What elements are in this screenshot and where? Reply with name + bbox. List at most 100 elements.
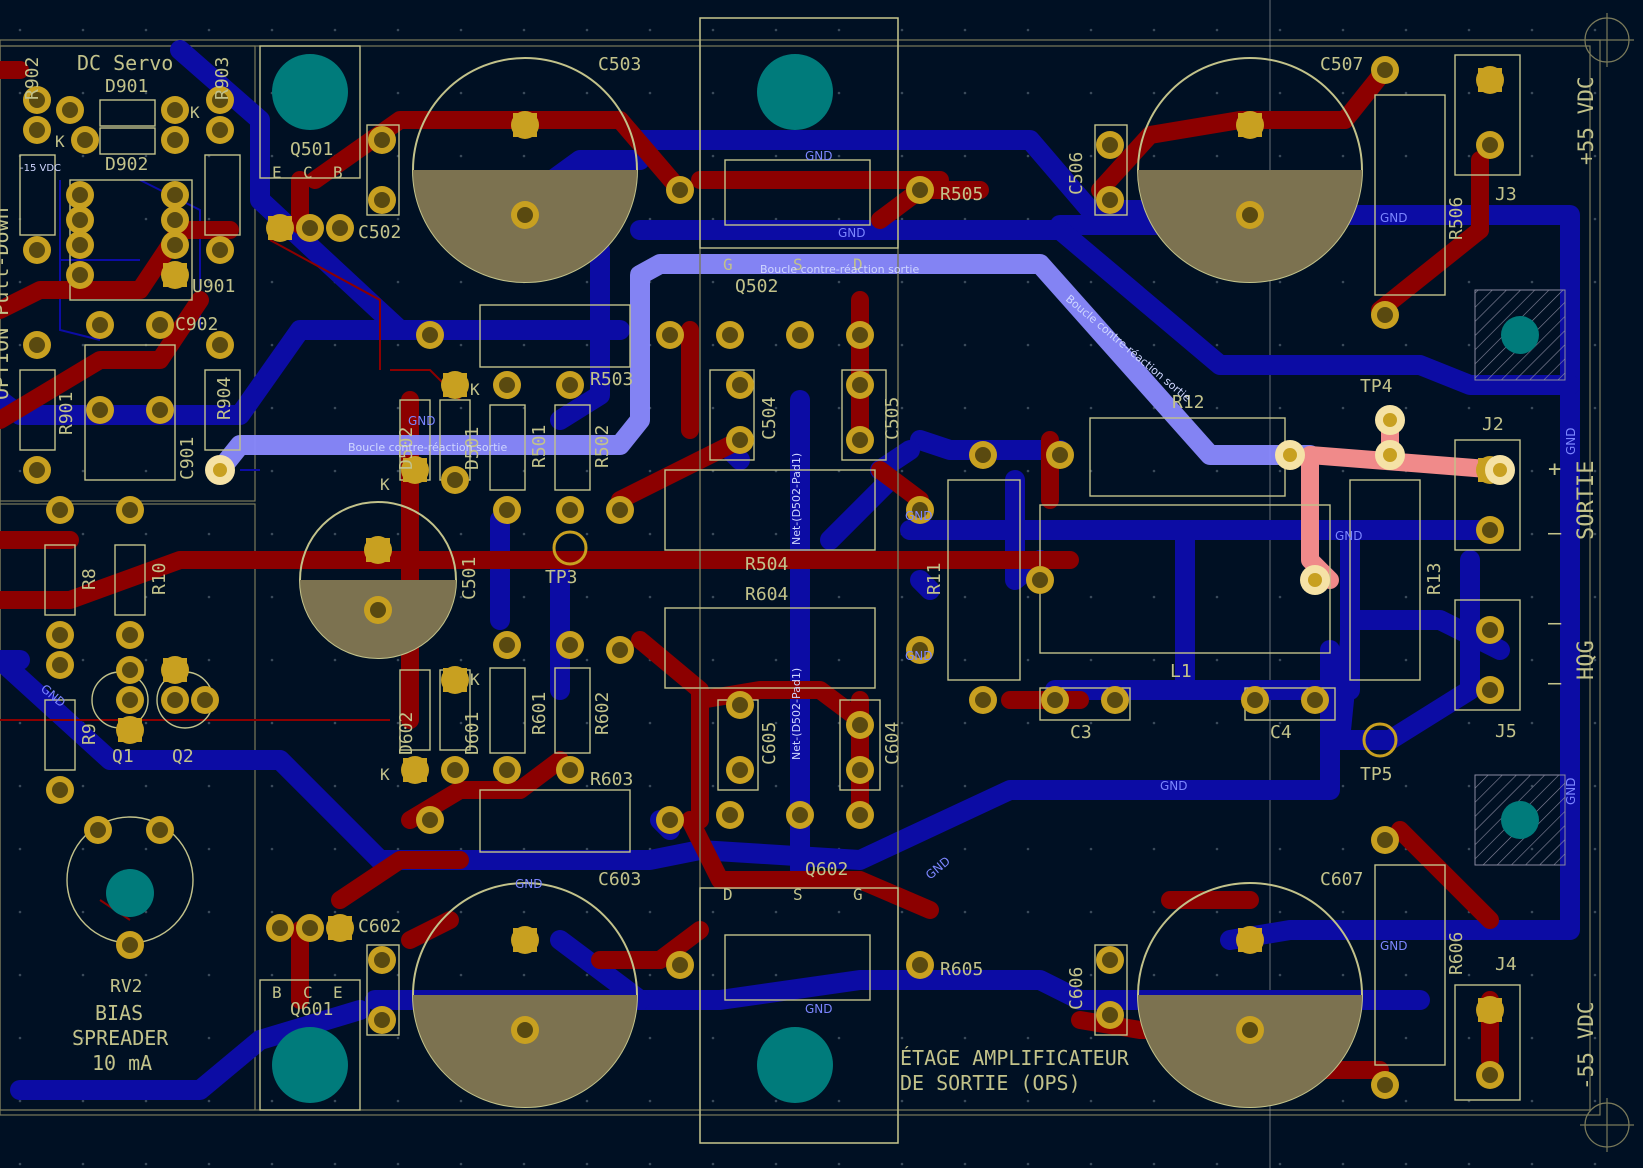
pad[interactable] — [116, 656, 144, 684]
pad[interactable] — [726, 691, 754, 719]
pad[interactable] — [846, 321, 874, 349]
pad[interactable] — [1096, 1001, 1124, 1029]
pad[interactable] — [1371, 56, 1399, 84]
pad[interactable] — [368, 186, 396, 214]
square-pad[interactable] — [1478, 68, 1502, 92]
square-pad[interactable] — [1478, 998, 1502, 1022]
square-pad[interactable] — [1238, 928, 1262, 952]
pad[interactable] — [71, 126, 99, 154]
square-pad[interactable] — [328, 916, 352, 940]
test-point[interactable] — [1362, 722, 1398, 758]
square-pad[interactable] — [163, 263, 187, 287]
pad[interactable] — [46, 776, 74, 804]
pad[interactable] — [1476, 616, 1504, 644]
pad[interactable] — [364, 596, 392, 624]
pad[interactable] — [1041, 686, 1069, 714]
pad[interactable] — [511, 201, 539, 229]
pad[interactable] — [726, 371, 754, 399]
pad[interactable] — [1236, 1016, 1264, 1044]
pad[interactable] — [368, 1006, 396, 1034]
pad[interactable] — [1096, 186, 1124, 214]
pad[interactable] — [66, 231, 94, 259]
pad[interactable] — [23, 236, 51, 264]
pad[interactable] — [116, 931, 144, 959]
pad[interactable] — [1101, 686, 1129, 714]
pad[interactable] — [1476, 516, 1504, 544]
square-pad[interactable] — [163, 658, 187, 682]
pad[interactable] — [266, 914, 294, 942]
pad[interactable] — [846, 756, 874, 784]
pad[interactable] — [206, 116, 234, 144]
pad[interactable] — [493, 496, 521, 524]
pad[interactable] — [146, 816, 174, 844]
pad[interactable] — [23, 456, 51, 484]
square-pad[interactable] — [1238, 113, 1262, 137]
pad[interactable] — [1096, 131, 1124, 159]
pad[interactable] — [441, 466, 469, 494]
pad[interactable] — [116, 686, 144, 714]
pad[interactable] — [1096, 946, 1124, 974]
pad[interactable] — [1476, 1061, 1504, 1089]
pad[interactable] — [656, 321, 684, 349]
square-pad[interactable] — [403, 758, 427, 782]
pad[interactable] — [969, 686, 997, 714]
pad[interactable] — [116, 621, 144, 649]
pad[interactable] — [556, 496, 584, 524]
square-pad[interactable] — [513, 928, 537, 952]
pad[interactable] — [786, 321, 814, 349]
pad[interactable] — [161, 96, 189, 124]
pad[interactable] — [46, 651, 74, 679]
pad[interactable] — [556, 631, 584, 659]
pad[interactable] — [846, 426, 874, 454]
pad[interactable] — [493, 371, 521, 399]
pad[interactable] — [1026, 566, 1054, 594]
pad[interactable] — [23, 116, 51, 144]
pad[interactable] — [1476, 676, 1504, 704]
pad[interactable] — [1236, 201, 1264, 229]
pad[interactable] — [906, 636, 934, 664]
pad[interactable] — [46, 621, 74, 649]
square-pad[interactable] — [118, 718, 142, 742]
pad[interactable] — [1301, 686, 1329, 714]
pad[interactable] — [556, 371, 584, 399]
pad[interactable] — [191, 686, 219, 714]
square-pad[interactable] — [443, 668, 467, 692]
pad[interactable] — [23, 331, 51, 359]
square-pad[interactable] — [268, 216, 292, 240]
pad[interactable] — [206, 331, 234, 359]
pad[interactable] — [969, 441, 997, 469]
pad[interactable] — [441, 756, 469, 784]
pad[interactable] — [716, 801, 744, 829]
pad[interactable] — [86, 311, 114, 339]
pad[interactable] — [716, 321, 744, 349]
pad[interactable] — [1371, 1071, 1399, 1099]
pad[interactable] — [606, 636, 634, 664]
pad[interactable] — [846, 371, 874, 399]
pad[interactable] — [368, 946, 396, 974]
pad[interactable] — [46, 496, 74, 524]
pad[interactable] — [56, 96, 84, 124]
pad[interactable] — [656, 806, 684, 834]
pad[interactable] — [23, 86, 51, 114]
pad[interactable] — [86, 396, 114, 424]
pad[interactable] — [1241, 686, 1269, 714]
pad[interactable] — [726, 426, 754, 454]
pad[interactable] — [416, 806, 444, 834]
square-pad[interactable] — [403, 458, 427, 482]
pad[interactable] — [161, 206, 189, 234]
pad[interactable] — [606, 496, 634, 524]
pad[interactable] — [906, 951, 934, 979]
pad[interactable] — [161, 231, 189, 259]
pad[interactable] — [296, 914, 324, 942]
pad[interactable] — [1476, 131, 1504, 159]
pad[interactable] — [116, 496, 144, 524]
pad[interactable] — [846, 801, 874, 829]
pad[interactable] — [66, 261, 94, 289]
pad[interactable] — [368, 126, 396, 154]
pad[interactable] — [726, 756, 754, 784]
pads[interactable] — [23, 56, 1515, 1099]
pad[interactable] — [666, 176, 694, 204]
pad[interactable] — [786, 801, 814, 829]
